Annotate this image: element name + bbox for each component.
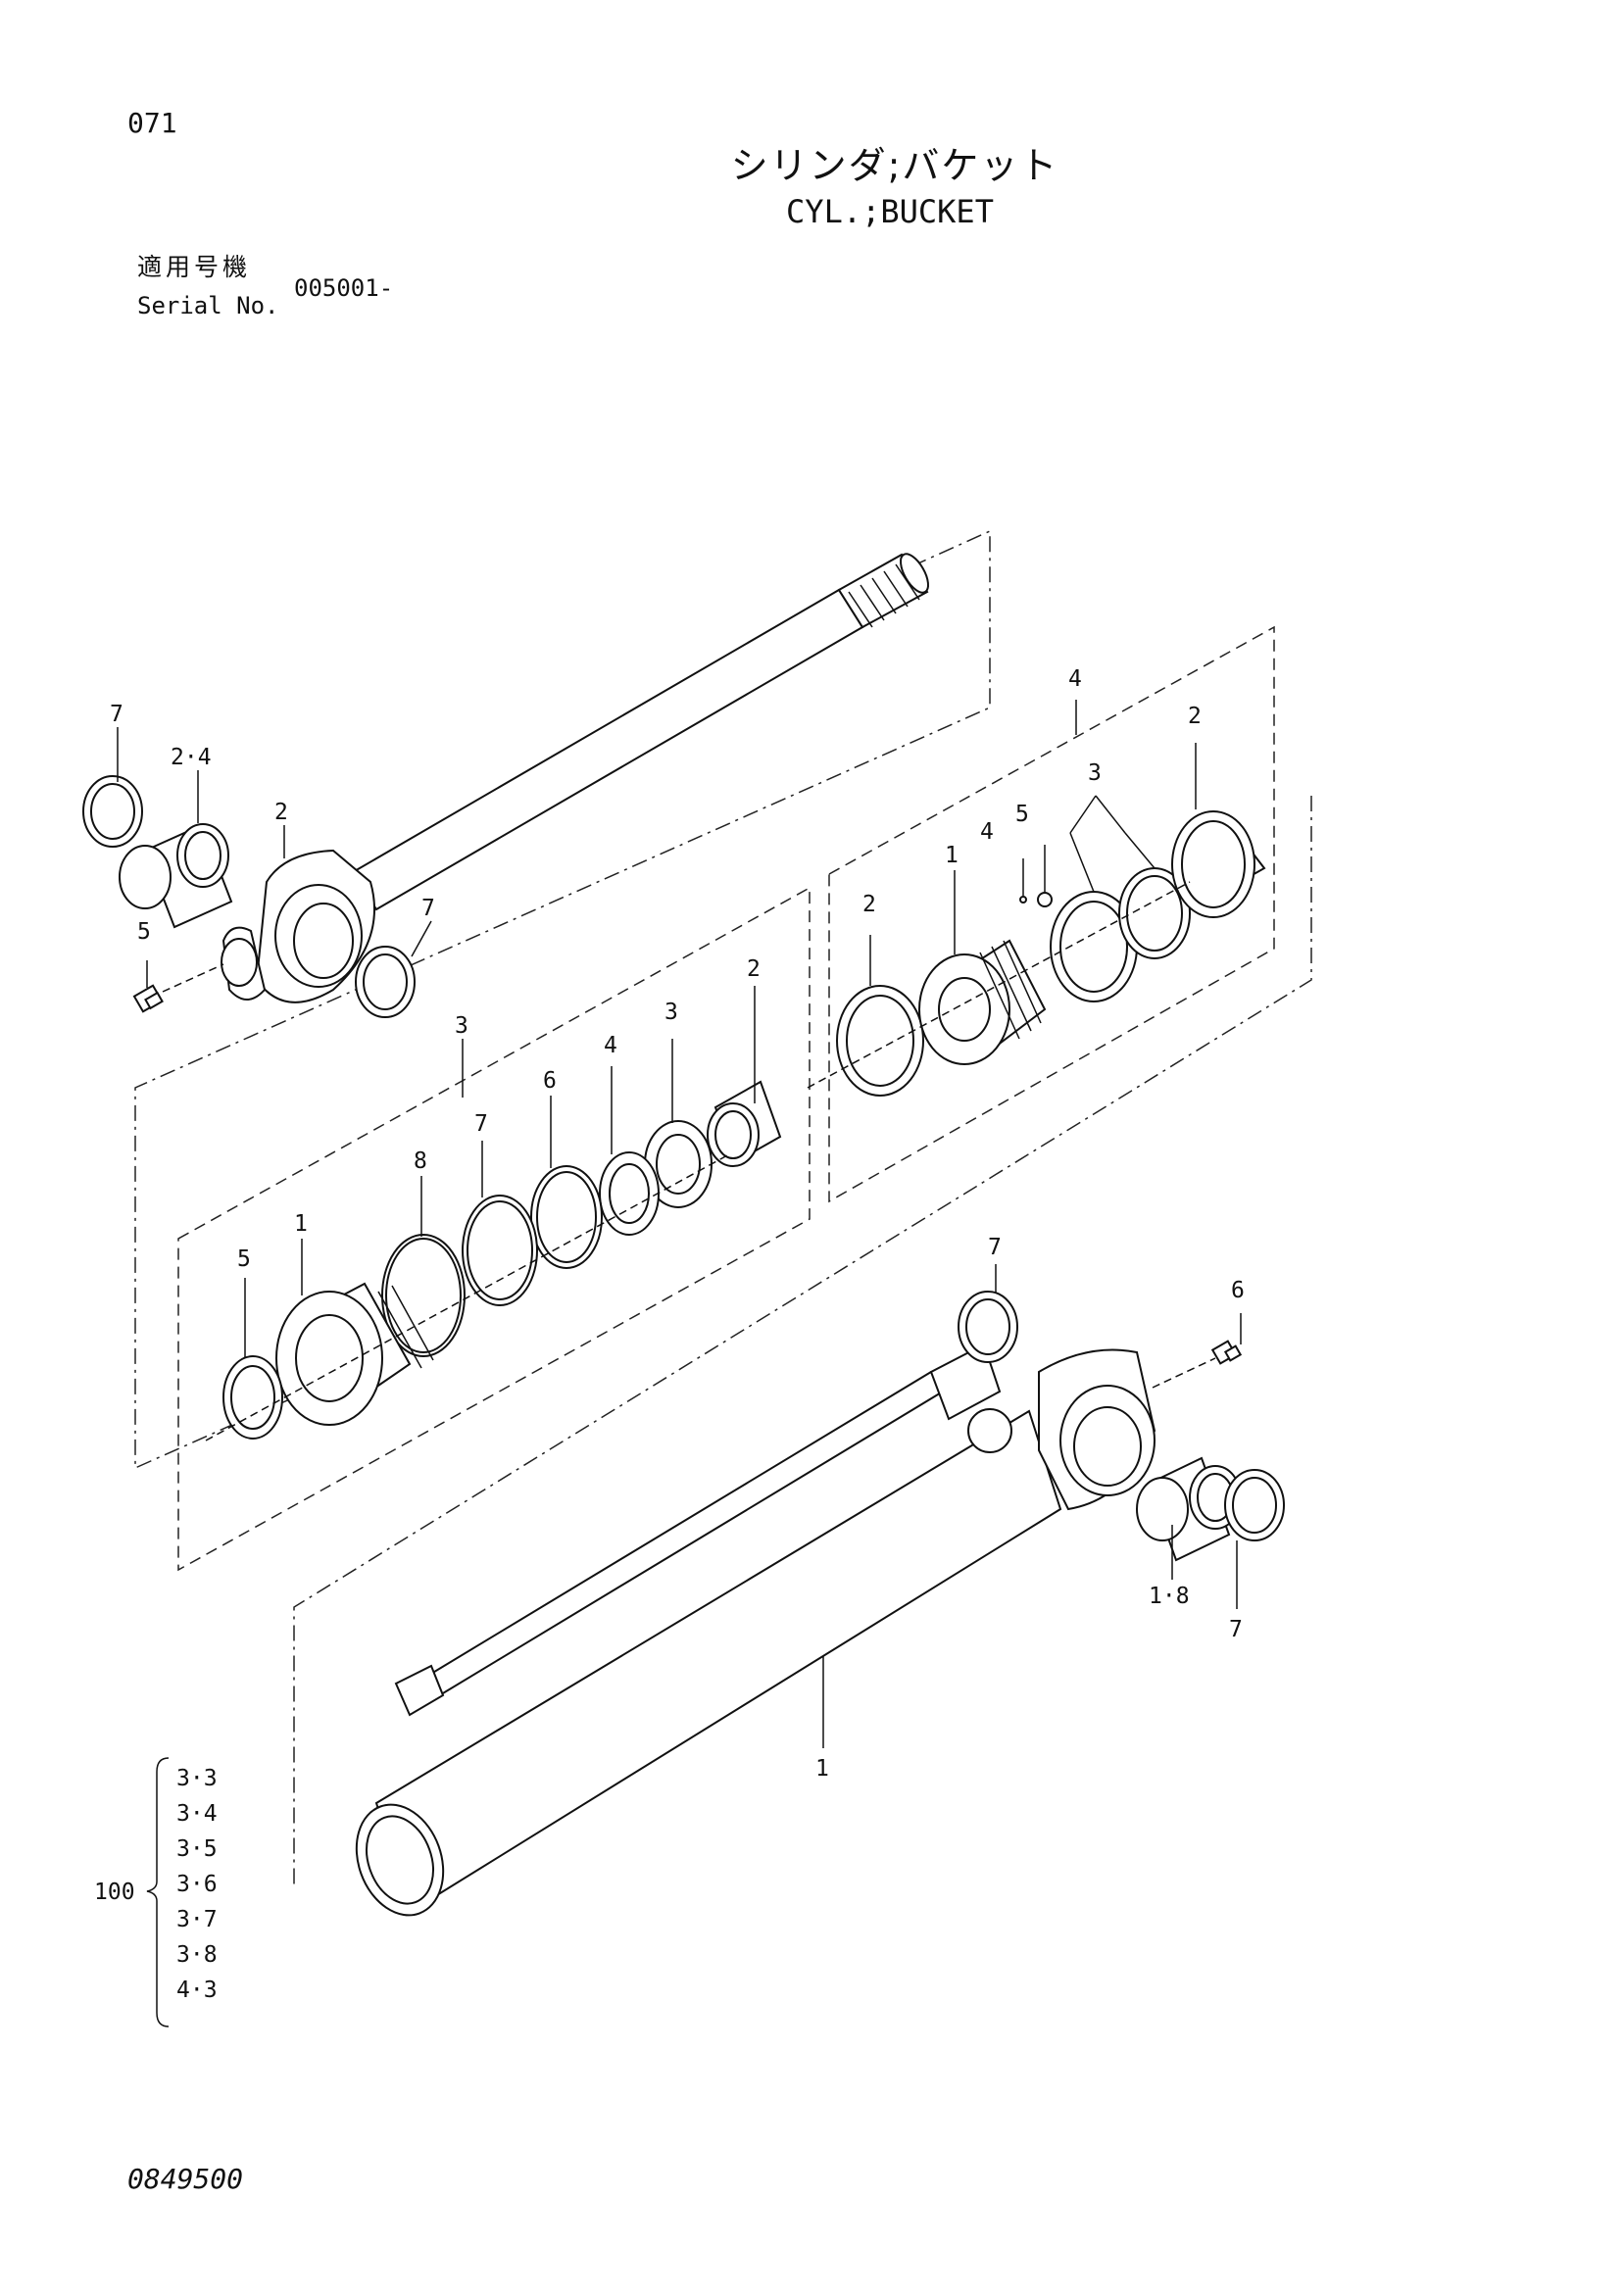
piston-rings	[1050, 867, 1191, 1002]
callout-piston-wear-2: 2	[862, 892, 876, 917]
kit-item: 3·5	[176, 1836, 218, 1862]
kit-item: 3·3	[176, 1766, 218, 1791]
callout-tube-grease-6: 6	[1231, 1278, 1245, 1303]
head-seal-4	[599, 1151, 660, 1236]
leader-lines	[117, 700, 1242, 1748]
rod-bushing	[119, 823, 233, 929]
callout-head-5: 5	[237, 1246, 251, 1272]
callout-rod-eye-2: 2	[274, 800, 288, 825]
kit-bracket	[146, 1757, 170, 2027]
head-seal-8	[381, 1234, 466, 1357]
serial-value: 005001-	[294, 274, 394, 302]
tube-ring-seal	[958, 1291, 1018, 1363]
piston-wear-ring	[836, 985, 924, 1097]
tube-group-boundary	[293, 796, 1312, 1889]
callout-head-1: 1	[294, 1211, 308, 1237]
callout-head-8: 8	[414, 1148, 427, 1174]
piston-grease-nipple	[1037, 892, 1053, 907]
tube-ring-seal-b	[1224, 1469, 1285, 1541]
rod-grease-fitting	[132, 984, 164, 1013]
callout-tube-bush-1-8: 1·8	[1149, 1584, 1190, 1609]
tube-grease-fitting	[1210, 1340, 1243, 1365]
kit-item: 3·6	[176, 1872, 218, 1897]
callout-tube-1: 1	[815, 1756, 829, 1782]
callout-piston-grease-5: 5	[1015, 802, 1029, 827]
callout-rod-ring-7: 7	[110, 702, 123, 727]
rod-group-boundary	[134, 529, 991, 1470]
serial-label-en: Serial No.	[137, 292, 279, 319]
cylinder-tube	[355, 1343, 1156, 1917]
kit-item: 3·8	[176, 1942, 218, 1968]
callout-tube-ring-7: 7	[988, 1235, 1002, 1260]
callout-piston-ball-4: 4	[980, 819, 994, 845]
callout-head-3: 3	[664, 1000, 678, 1025]
callout-rod-ring-7b: 7	[421, 896, 435, 921]
head-seal-6	[530, 1165, 603, 1269]
callout-piston-rings-3: 3	[1088, 760, 1102, 786]
callout-head-7: 7	[474, 1111, 488, 1137]
kit-item: 4·3	[176, 1978, 218, 2003]
callout-head-4: 4	[604, 1033, 617, 1058]
callout-rod-bush-2-4: 2·4	[171, 745, 212, 770]
kit-label: 100	[94, 1880, 135, 1905]
callout-rod-grease-5: 5	[137, 919, 151, 945]
document-code: 0849500	[127, 2163, 244, 2195]
kit-item: 3·7	[176, 1907, 218, 1932]
cylinder-head	[275, 1282, 434, 1426]
head-group-boundary	[177, 886, 811, 1572]
kit-item: 3·4	[176, 1801, 218, 1827]
head-seal-3	[644, 1120, 713, 1208]
callout-head-group-3: 3	[455, 1013, 468, 1039]
callout-head-6: 6	[543, 1068, 557, 1094]
page-title-jp: シリンダ;バケット	[730, 144, 1059, 187]
callout-head-2: 2	[747, 956, 761, 982]
tube-bushing	[1136, 1456, 1242, 1562]
page-title-en: CYL.;BUCKET	[786, 193, 994, 230]
piston-slide-ring	[1171, 810, 1266, 918]
head-seal-7	[462, 1195, 538, 1306]
callout-tube-ring-7b: 7	[1229, 1617, 1243, 1642]
piston-steel-ball	[1019, 896, 1027, 904]
rod-ring-seal	[82, 775, 143, 848]
rod-ring-seal-b	[355, 946, 416, 1018]
callout-piston-group-4: 4	[1068, 666, 1082, 692]
piston-group-boundary	[828, 625, 1275, 1203]
callout-piston-body-1: 1	[945, 843, 959, 868]
head-dust-seal	[222, 1355, 283, 1440]
callout-piston-slide-2: 2	[1188, 704, 1202, 729]
piston-body	[918, 939, 1047, 1065]
piston-rod	[221, 553, 929, 1003]
serial-label-jp: 適用号機	[137, 253, 252, 281]
page-number: 071	[127, 107, 177, 139]
head-wear-ring	[707, 1080, 782, 1167]
